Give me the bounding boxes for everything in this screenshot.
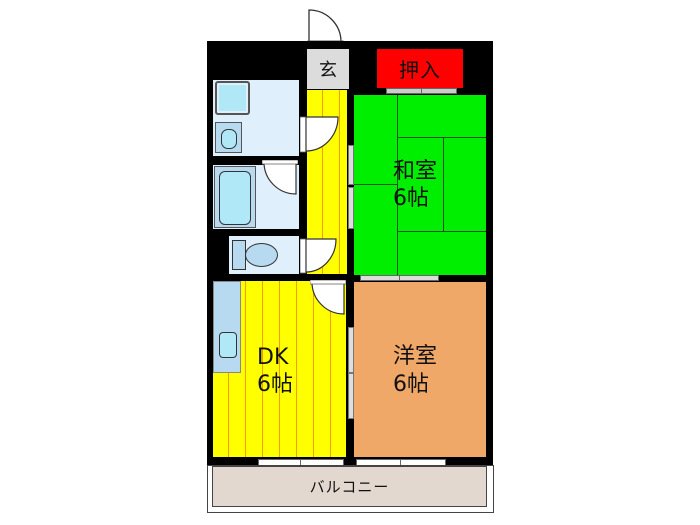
washroom-door-swing	[300, 116, 340, 154]
closet-sliding-door	[386, 88, 422, 94]
tatami-line	[397, 231, 486, 232]
tatami-line	[443, 137, 444, 231]
sink-icon	[215, 122, 242, 153]
yoshitsu-room	[354, 282, 486, 457]
washitsu-bottom-door	[360, 275, 400, 281]
yoshitsu-sliding-door	[348, 373, 354, 419]
bathroom-door-swing	[262, 160, 298, 196]
kitchen-sink-icon	[219, 332, 237, 358]
toilet-bowl-icon	[245, 243, 278, 267]
tatami-line	[397, 95, 398, 275]
closet-label: 押入	[399, 58, 441, 82]
bathtub-icon	[214, 166, 256, 228]
entrance-door-swing	[307, 8, 345, 44]
yoshitsu-size: 6帖	[393, 372, 429, 397]
dk-door-swing	[310, 280, 346, 316]
balcony: バルコニー	[212, 466, 487, 507]
washitsu-room	[354, 95, 486, 275]
kitchen-counter	[213, 281, 241, 373]
washitsu-name: 和室	[393, 159, 438, 184]
washitsu-sliding-door	[348, 187, 354, 229]
tatami-line	[354, 184, 397, 185]
toilet-door-swing	[300, 238, 338, 274]
dk-name: DK	[257, 345, 289, 370]
closet-sliding-door	[421, 88, 457, 94]
yoshitsu-name: 洋室	[393, 344, 438, 369]
balcony-label: バルコニー	[309, 478, 390, 496]
tatami-line	[397, 137, 486, 138]
washitsu-size: 6帖	[393, 186, 429, 211]
washitsu-sliding-door	[348, 145, 354, 185]
washing-machine-icon	[215, 81, 250, 115]
yoshitsu-sliding-door	[348, 327, 354, 373]
entrance-area: 玄	[307, 49, 349, 89]
toilet-tank-icon	[232, 240, 246, 270]
entrance-label: 玄	[319, 60, 337, 81]
washitsu-bottom-door	[399, 275, 439, 281]
dk-size: 6帖	[257, 372, 293, 397]
closet-area: 押入	[377, 49, 463, 88]
